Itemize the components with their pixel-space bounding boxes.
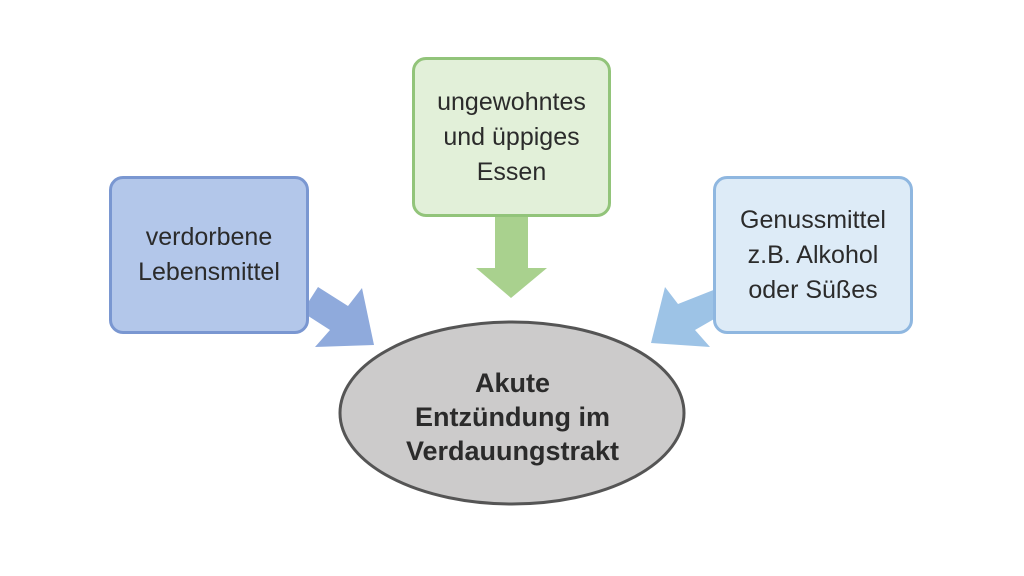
text-line: und üppiges: [443, 122, 580, 151]
text-line: z.B. Alkohol: [747, 240, 879, 269]
text-line: Verdauungstrakt: [405, 436, 620, 466]
center-ellipse: [338, 320, 686, 506]
arrow-top-to-center: [476, 216, 547, 298]
cause-text-spoiled-food: verdorbene Lebensmittel: [138, 220, 280, 290]
cause-box-unusual-food: ungewohntes und üppiges Essen: [412, 57, 611, 217]
text-line: Entzündung im: [415, 402, 610, 432]
text-line: Akute: [474, 368, 550, 398]
cause-box-stimulants: Genussmittel z.B. Alkohol oder Süßes: [713, 176, 913, 334]
text-line: verdorbene: [145, 223, 273, 251]
cause-text-stimulants: Genussmittel z.B. Alkohol oder Süßes: [740, 203, 886, 308]
text-line: oder Süßes: [748, 275, 878, 304]
text-line: Genussmittel: [740, 205, 886, 234]
arrow-right-to-center: [651, 287, 728, 347]
cause-box-spoiled-food: verdorbene Lebensmittel: [109, 176, 309, 334]
cause-text-unusual-food: ungewohntes und üppiges Essen: [437, 85, 586, 190]
text-line: Lebensmittel: [138, 258, 280, 286]
text-line: Essen: [476, 157, 547, 186]
center-label: Akute Entzündung im Verdauungstrakt: [340, 327, 685, 507]
text-line: ungewohntes: [437, 87, 586, 116]
arrow-left-to-center: [302, 287, 374, 347]
